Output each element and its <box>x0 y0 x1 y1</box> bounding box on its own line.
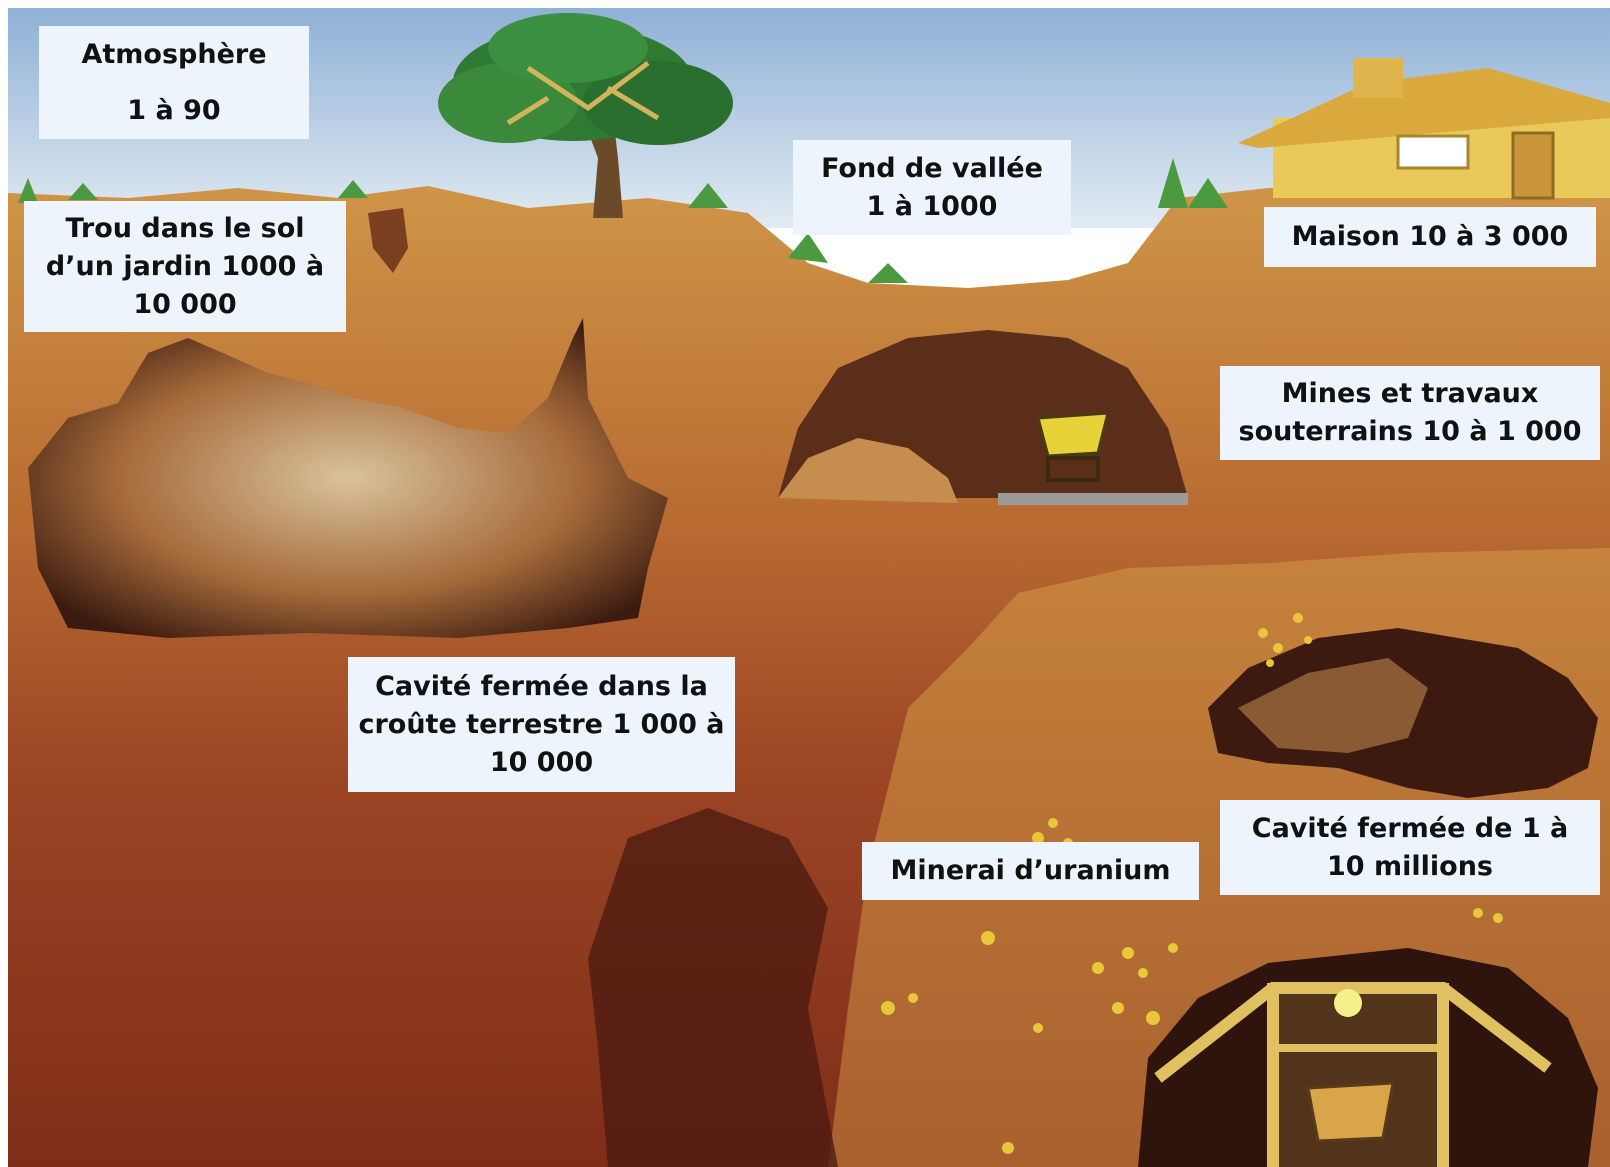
atmosphere-title: Atmosphère <box>81 27 266 83</box>
label-house: Maison 10 à 3 000 <box>1264 207 1596 267</box>
dark-fault <box>588 808 838 1167</box>
label-mines: Mines et travaux souterrains 10 à 1 000 <box>1220 366 1600 460</box>
house-text: Maison 10 à 3 000 <box>1292 218 1569 256</box>
label-crust-cavity: Cavité fermée dans la croûte terrestre 1… <box>348 657 735 792</box>
label-garden-hole: Trou dans le sol d’un jardin 1000 à 10 0… <box>24 201 346 332</box>
uranium-ore-text: Minerai d’uranium <box>890 852 1170 890</box>
label-uranium-ore: Minerai d’uranium <box>862 842 1199 900</box>
radon-diagram: Atmosphère 1 à 90 Fond de vallée 1 à 100… <box>8 8 1610 1167</box>
valley-value: 1 à 1000 <box>867 188 998 226</box>
label-atmosphere: Atmosphère 1 à 90 <box>39 26 309 139</box>
atmosphere-value: 1 à 90 <box>127 83 220 139</box>
closed-cavity-text: Cavité fermée de 1 à 10 millions <box>1230 810 1590 886</box>
label-valley: Fond de vallée 1 à 1000 <box>793 140 1071 235</box>
label-closed-cavity: Cavité fermée de 1 à 10 millions <box>1220 800 1600 895</box>
mines-text: Mines et travaux souterrains 10 à 1 000 <box>1230 375 1590 451</box>
garden-hole-text: Trou dans le sol d’un jardin 1000 à 10 0… <box>34 210 336 324</box>
crust-cavity-text: Cavité fermée dans la croûte terrestre 1… <box>358 668 725 782</box>
valley-title: Fond de vallée <box>821 150 1043 188</box>
